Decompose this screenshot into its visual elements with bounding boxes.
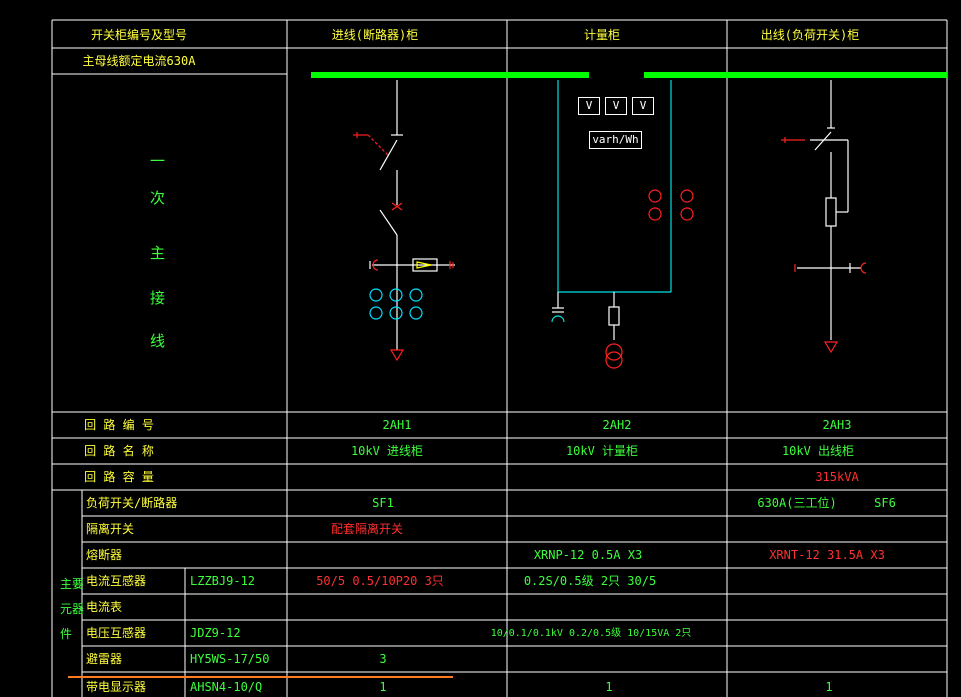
component-name: 电压互感器 — [86, 626, 147, 640]
component-v1: 3 — [379, 652, 387, 666]
component-v1: SF1 — [372, 496, 394, 510]
component-v3a: 630A(三工位) — [757, 496, 837, 510]
component-name: 带电显示器 — [86, 680, 147, 694]
component-name: 电流互感器 — [86, 574, 147, 588]
row-label-circuit-name: 回 路 名 称 — [84, 444, 154, 458]
circuit-name-1: 10kV 进线柜 — [350, 444, 424, 458]
component-model: JDZ9-12 — [190, 626, 241, 640]
voltmeter-3: V — [632, 97, 654, 115]
component-model: LZZBJ9-12 — [190, 574, 256, 588]
component-name: 电流表 — [86, 600, 123, 614]
header-col-label: 开关柜编号及型号 — [90, 28, 188, 42]
circuit-no-3: 2AH3 — [822, 418, 852, 432]
component-name: 熔断器 — [86, 548, 123, 562]
primary-label-char: 接 — [150, 289, 166, 307]
component-name: 避雷器 — [86, 652, 123, 666]
capacity-3: 315kVA — [815, 470, 859, 484]
cabinet-title-1: 进线(断路器)柜 — [331, 28, 419, 42]
cabinet-title-3: 出线(负荷开关)柜 — [760, 28, 860, 42]
circuit-no-2: 2AH2 — [602, 418, 632, 432]
circuit-name-3: 10kV 出线柜 — [781, 444, 855, 458]
component-model: AHSN4-10/Q — [190, 680, 263, 694]
circuit-no-1: 2AH1 — [382, 418, 412, 432]
component-v1: 50/5 0.5/10P20 3只 — [316, 574, 444, 588]
primary-label-char: 主 — [150, 244, 166, 262]
component-v3b: SF6 — [874, 496, 896, 510]
circuit-name-2: 10kV 计量柜 — [565, 444, 639, 458]
outgoing-cabinet-diagram — [781, 80, 867, 354]
voltmeter-2: V — [605, 97, 627, 115]
incoming-cabinet-diagram — [353, 80, 455, 362]
primary-label-char: 一 — [150, 152, 166, 170]
component-model: HY5WS-17/50 — [190, 652, 270, 666]
primary-label-char: 线 — [150, 332, 166, 350]
row-label-circuit-no: 回 路 编 号 — [84, 418, 154, 432]
row-label-capacity: 回 路 容 量 — [84, 470, 154, 484]
cabinet-title-2: 计量柜 — [583, 28, 621, 42]
voltmeter-1: V — [578, 97, 600, 115]
main-components-label: 元器 — [60, 602, 85, 616]
main-components-label: 主要 — [60, 577, 85, 591]
metering-cabinet-diagram — [551, 80, 694, 369]
component-v1: 配套隔离开关 — [330, 522, 404, 536]
component-v3a: XRNT-12 31.5A X3 — [769, 548, 885, 562]
busbar-rating: 主母线额定电流630A — [82, 54, 196, 68]
component-v2: 10/0.1/0.1kV 0.2/0.5级 10/15VA 2只 — [490, 628, 692, 639]
primary-label-char: 次 — [150, 189, 166, 207]
energy-meter: varh/Wh — [589, 131, 642, 149]
table-grid — [51, 19, 948, 697]
component-v3a: 1 — [825, 680, 833, 694]
component-name: 隔离开关 — [86, 522, 135, 536]
component-v2: 1 — [605, 680, 613, 694]
component-v2: XRNP-12 0.5A X3 — [533, 548, 643, 562]
component-name: 负荷开关/断路器 — [86, 496, 178, 510]
component-v1: 1 — [379, 680, 387, 694]
main-components-label: 件 — [60, 627, 73, 641]
component-v2: 0.2S/0.5级 2只 30/5 — [523, 574, 657, 588]
